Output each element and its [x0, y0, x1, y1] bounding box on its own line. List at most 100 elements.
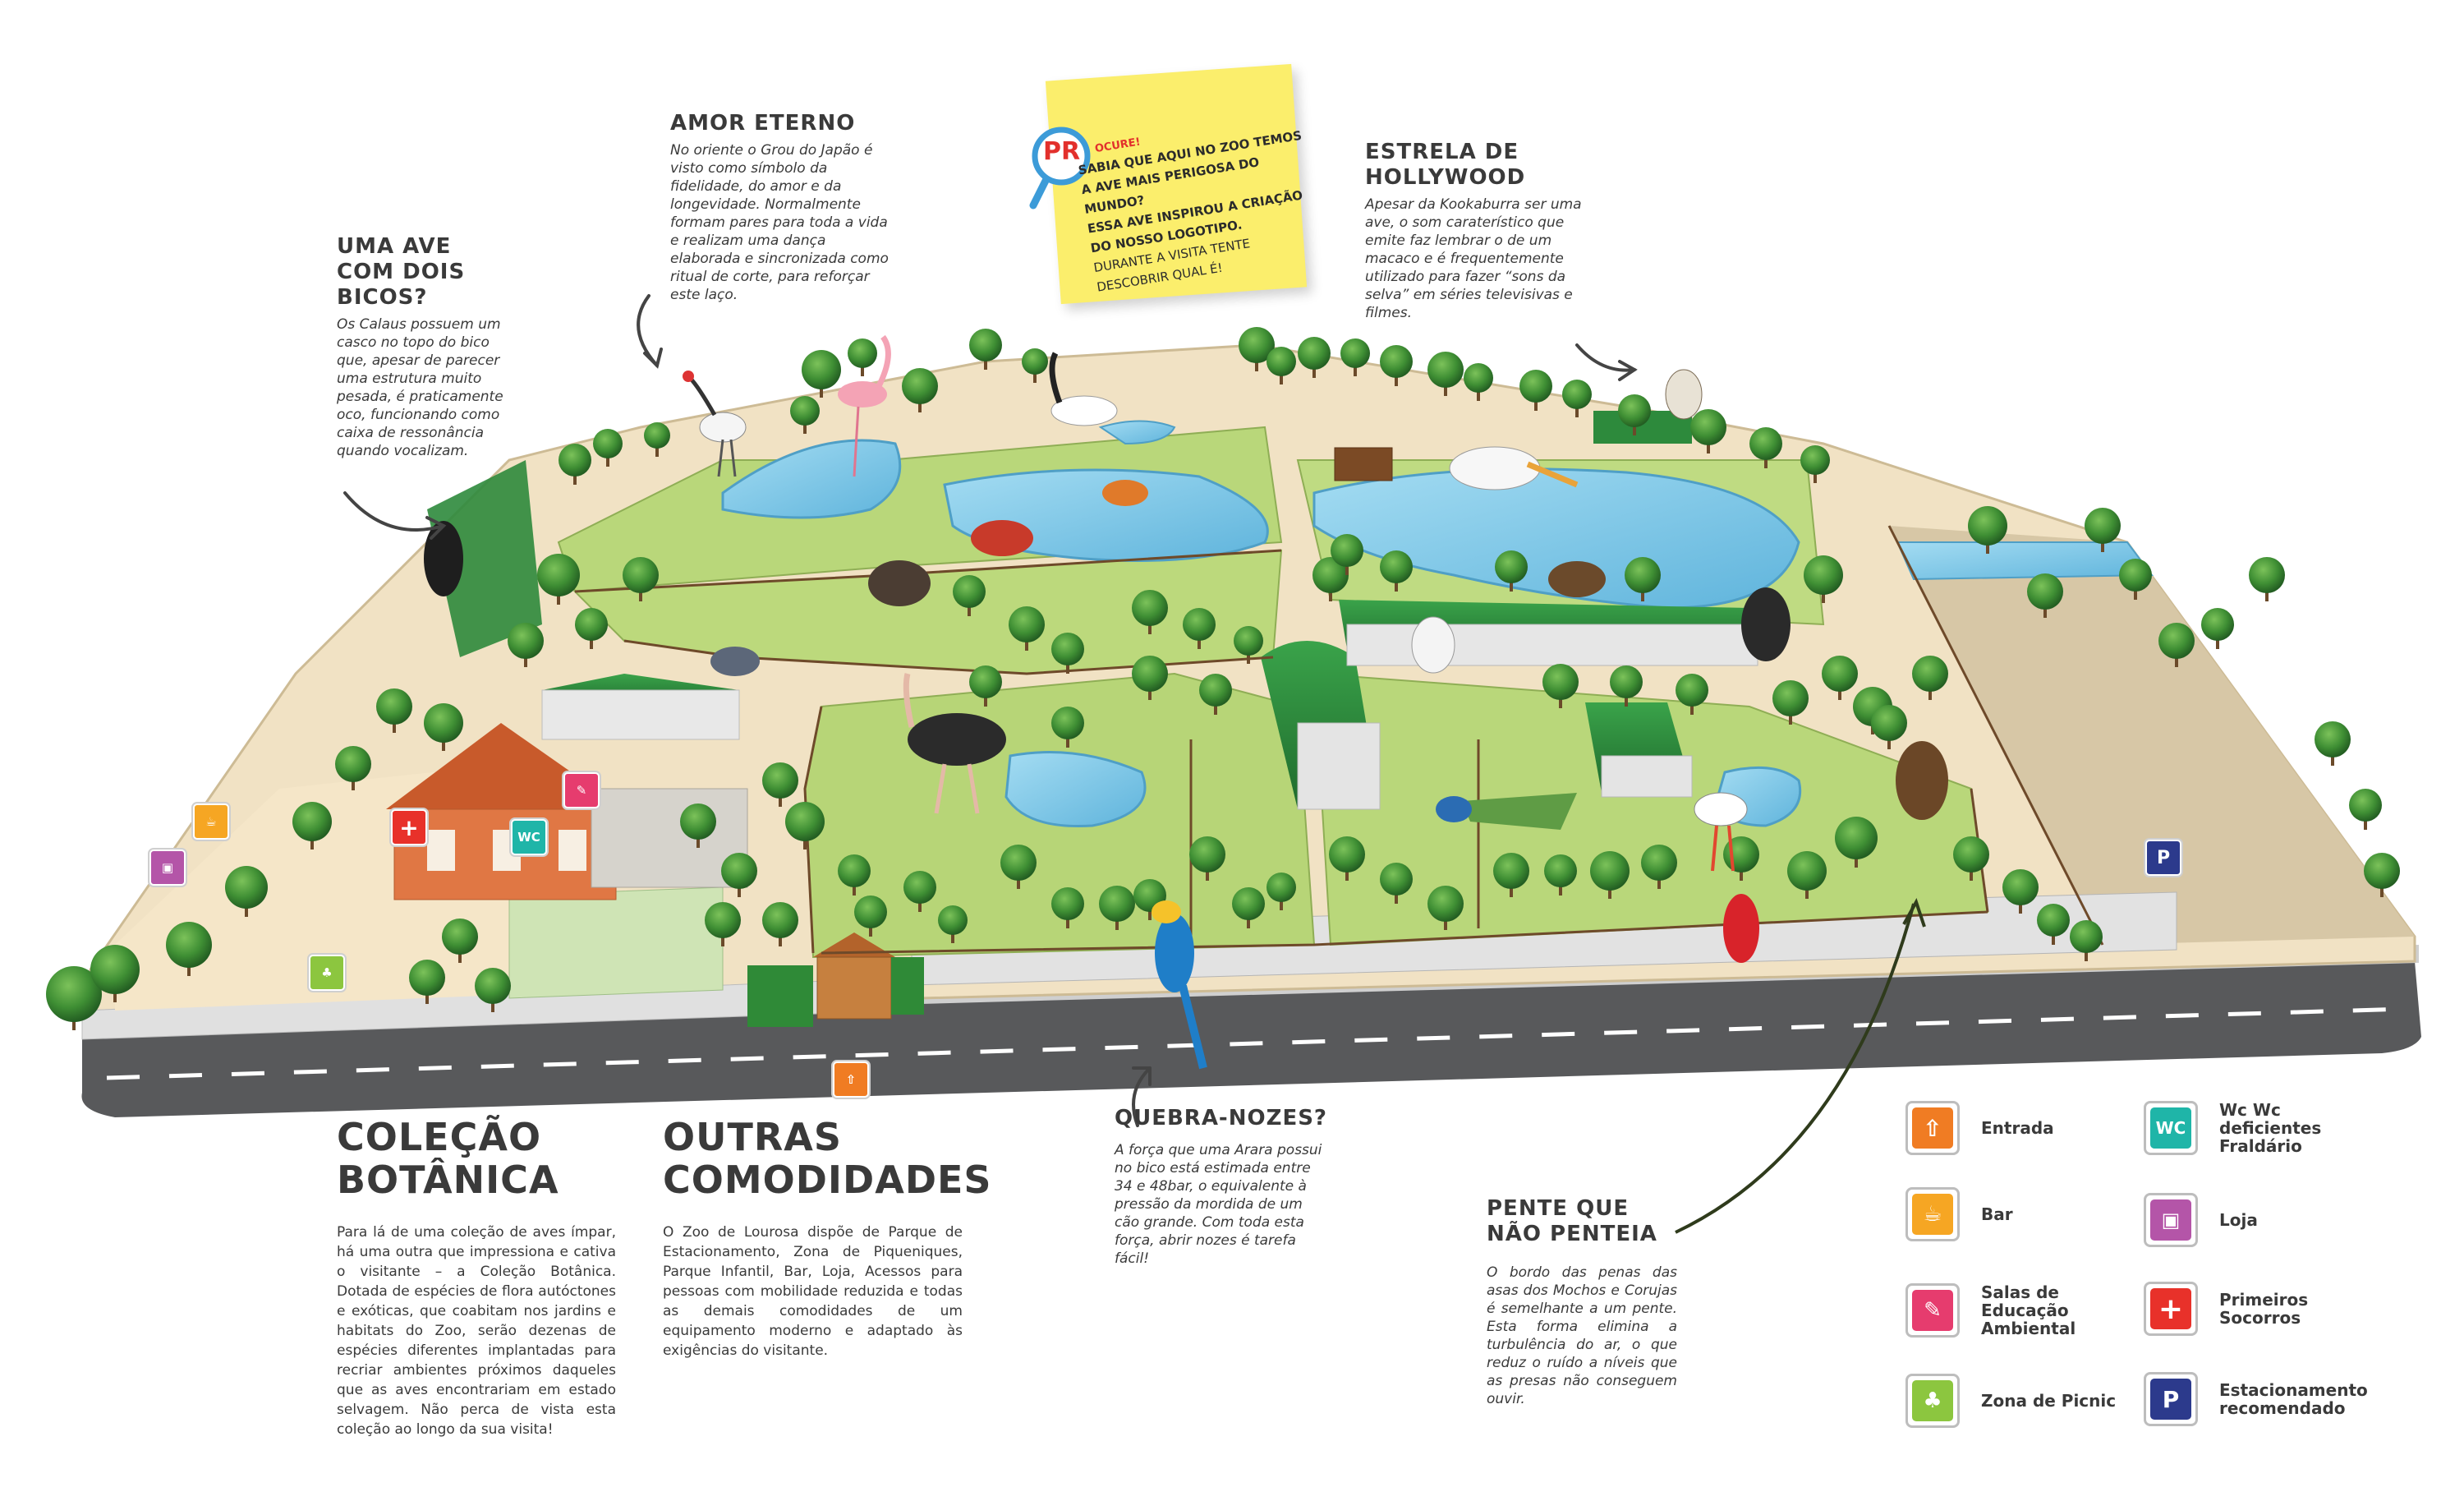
tree: [1189, 836, 1225, 873]
tree-trunk: [1625, 695, 1628, 707]
tree-trunk: [1354, 365, 1357, 376]
tree: [1690, 409, 1726, 445]
tree-trunk: [2052, 933, 2055, 945]
tree-trunk: [2265, 590, 2269, 601]
callout-ave-bicos: UMA AVE COM DOIS BICOS? Os Calaus possue…: [337, 234, 513, 460]
tree-trunk: [1280, 899, 1283, 910]
tree-trunk: [696, 836, 700, 848]
tree-trunk: [1444, 384, 1447, 396]
tree-trunk: [557, 593, 560, 605]
birds: [424, 334, 1948, 1070]
emu-bird: [868, 560, 931, 606]
pheasant-bird: [971, 520, 1033, 556]
legend-wc: WC Wc Wc deficientes Fraldário: [2144, 1101, 2351, 1155]
tree: [593, 429, 623, 458]
amor-text: No oriente o Grou do Japão é visto como …: [670, 142, 889, 303]
map-picnic-icon[interactable]: ♣: [309, 955, 345, 991]
tree-trunk: [1887, 738, 1891, 749]
tree-trunk: [1206, 869, 1209, 881]
tree: [1099, 886, 1135, 922]
tree-trunk: [1395, 375, 1398, 386]
tree-trunk: [1855, 856, 1858, 868]
tree-trunk: [2019, 902, 2022, 914]
magnifier-icon: [1029, 127, 1091, 209]
tree: [1298, 337, 1331, 370]
map-entrance-icon[interactable]: ⇧: [833, 1061, 869, 1098]
tree: [2249, 557, 2285, 593]
quebra-text: A força que uma Arara possui no bico est…: [1115, 1142, 1322, 1267]
tree-trunk: [1534, 399, 1538, 411]
callout-colecao-botanica: COLEÇÃO BOTÂNICA Para lá de uma coleção …: [337, 1116, 616, 1439]
tree: [644, 422, 670, 449]
tree: [292, 802, 332, 841]
tree: [2070, 920, 2103, 953]
tree-trunk: [1814, 472, 1817, 483]
tree-trunk: [1033, 371, 1037, 383]
tree: [1380, 863, 1413, 896]
tree: [1340, 338, 1370, 368]
tree-trunk: [1148, 688, 1152, 700]
tree-trunk: [1198, 638, 1201, 649]
tree-trunk: [1345, 869, 1349, 881]
tree: [1772, 680, 1809, 716]
tree: [2364, 853, 2400, 889]
map-bar-icon[interactable]: ☕: [193, 803, 229, 840]
tree-trunk: [524, 656, 527, 667]
tree: [1132, 590, 1168, 626]
tree-trunk: [2216, 638, 2219, 649]
tree: [2085, 508, 2121, 544]
tree-trunk: [1608, 887, 1611, 899]
map-wc-icon[interactable]: WC: [511, 819, 547, 855]
tree: [953, 575, 986, 608]
tree-trunk: [1444, 919, 1447, 930]
tree-trunk: [721, 935, 724, 946]
colecao-text: Para lá de uma coleção de aves ímpar, há…: [337, 1224, 616, 1438]
stork-bird: [1694, 792, 1748, 872]
legend: ⇧ Entrada ☕ Bar ✎ Salas de Educação Ambi…: [1905, 1101, 2431, 1430]
tree-trunk: [918, 900, 922, 912]
tree-trunk: [1395, 580, 1398, 592]
map-first-aid-icon[interactable]: +: [391, 809, 427, 845]
tree: [575, 608, 608, 641]
tree-trunk: [655, 445, 659, 457]
playground: [508, 886, 724, 999]
tree-trunk: [1017, 877, 1020, 889]
legend-estacionamento: P Estacionamento recomendado: [2144, 1372, 2368, 1426]
parking-icon: P: [2144, 1372, 2198, 1426]
swan-bird: [1049, 352, 1118, 426]
tree: [409, 960, 445, 996]
tree: [2201, 608, 2234, 641]
tree-trunk: [1510, 886, 1513, 897]
tree: [1871, 705, 1907, 741]
quebra-heading: QUEBRA-NOZES?: [1115, 1106, 1328, 1130]
tree-trunk: [1970, 869, 1973, 881]
tree-trunk: [2134, 588, 2137, 600]
map-parking-icon[interactable]: P: [2145, 840, 2181, 876]
tree-trunk: [1148, 623, 1152, 634]
mandarin-duck: [1102, 480, 1148, 506]
tree: [1234, 626, 1263, 656]
tree-trunk: [918, 401, 922, 412]
tree: [785, 802, 825, 841]
tree-trunk: [1789, 713, 1792, 725]
tree: [335, 746, 371, 782]
tree-trunk: [951, 932, 954, 943]
legend-label: Entrada: [1981, 1118, 2054, 1138]
parking-glyph: P: [2150, 1379, 2191, 1420]
pente-text: O bordo das penas das asas dos Mochos e …: [1487, 1264, 1677, 1407]
ave-bicos-heading: UMA AVE COM DOIS BICOS?: [337, 234, 466, 310]
tree: [1723, 836, 1759, 873]
map-education-icon[interactable]: ✎: [563, 772, 600, 808]
tree: [938, 905, 968, 935]
tree-trunk: [491, 1001, 494, 1012]
tree: [1427, 352, 1464, 388]
map-shop-icon[interactable]: ▣: [149, 849, 186, 886]
callout-quebra-nozes: QUEBRA-NOZES? A força que uma Arara poss…: [1115, 1106, 1328, 1268]
pente-arrow: [1675, 903, 1915, 1234]
tree-trunk: [1657, 877, 1661, 889]
tree: [1232, 887, 1265, 920]
pigeon-bird: [710, 647, 760, 676]
tree-trunk: [1148, 909, 1152, 920]
tree: [1618, 394, 1651, 427]
tree-trunk: [1641, 590, 1644, 601]
